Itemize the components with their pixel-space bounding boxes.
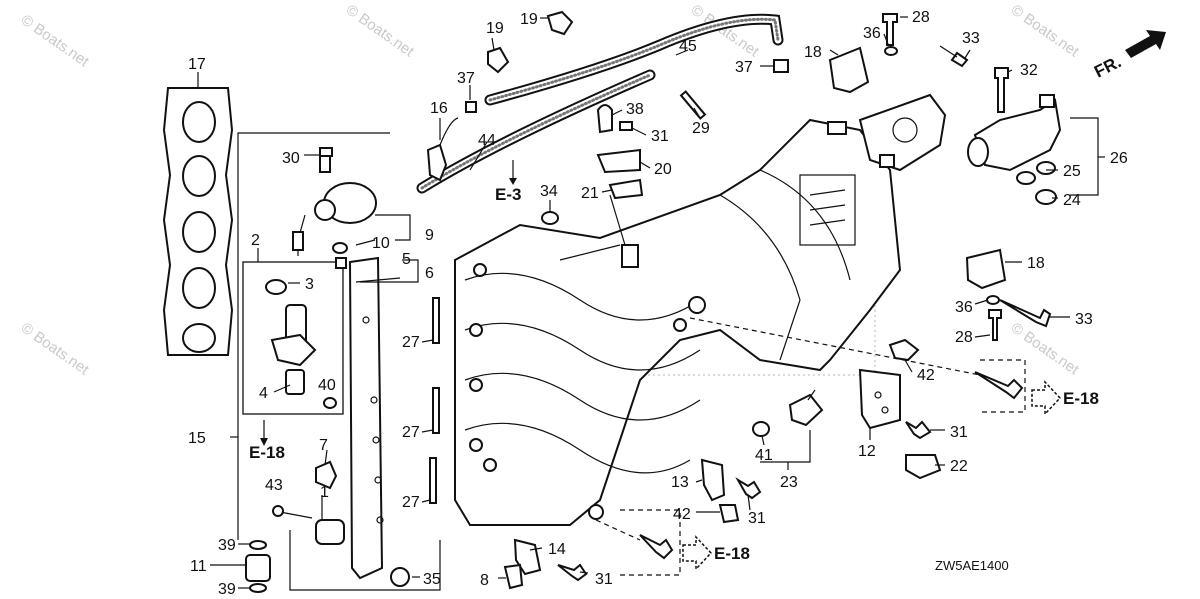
front-direction-indicator: FR.	[1091, 30, 1166, 82]
callout-5: 5	[402, 251, 411, 268]
callout-37-left: 37	[457, 70, 475, 87]
reference-lines	[595, 317, 1026, 576]
callout-42-right: 42	[917, 367, 935, 384]
callout-19-left: 19	[486, 20, 504, 37]
rail-spacers	[272, 460, 345, 545]
watermark-top-left: © Boats.net	[18, 11, 93, 70]
callout-20: 20	[654, 161, 672, 178]
callout-44: 44	[478, 132, 496, 149]
front-label: FR.	[1091, 52, 1124, 81]
callout-28-right: 28	[955, 329, 973, 346]
injector-group-bracket	[230, 132, 441, 591]
callout-37-right: 37	[735, 59, 753, 76]
callout-11: 11	[190, 558, 207, 575]
injector-kit-box	[242, 261, 344, 415]
callout-3: 3	[305, 276, 314, 293]
throttle-flange	[827, 93, 947, 172]
callout-34: 34	[540, 183, 558, 200]
callout-31-top: 31	[651, 128, 669, 145]
watermark-top-far-right: © Boats.net	[1008, 1, 1083, 60]
callout-31-lower: 31	[748, 510, 766, 527]
callout-41: 41	[755, 447, 773, 464]
intake-manifold-gasket	[162, 87, 234, 356]
callouts: 1 2 3 4 5 6 7 8 9 10 11 12 13 14 15 16 1…	[188, 9, 1128, 598]
callout-27-lower: 27	[402, 494, 420, 511]
callout-32: 32	[1020, 62, 1038, 79]
callout-6: 6	[425, 265, 434, 282]
ref-e18-left: E-18	[249, 443, 285, 462]
callout-14: 14	[548, 541, 566, 558]
callout-26: 26	[1110, 150, 1128, 167]
callout-19-right: 19	[520, 11, 538, 28]
callout-45: 45	[679, 38, 697, 55]
diagram-code: ZW5AE1400	[935, 558, 1009, 573]
callout-10: 10	[372, 235, 390, 252]
manifold-studs	[429, 90, 707, 504]
brackets	[828, 46, 1007, 290]
fuel-pressure-regulator	[292, 149, 377, 269]
callout-42-lower: 42	[673, 506, 691, 523]
callout-30: 30	[282, 150, 300, 167]
ref-e18-bottom: E-18	[714, 544, 750, 563]
callout-27-upper: 27	[402, 334, 420, 351]
grommets	[245, 540, 271, 593]
callout-43: 43	[265, 477, 283, 494]
callout-1: 1	[320, 484, 329, 501]
intake-manifold	[454, 118, 902, 526]
callout-23: 23	[780, 474, 798, 491]
callout-15: 15	[188, 430, 206, 447]
callout-36-top: 36	[863, 25, 881, 42]
watermark-mid-right: © Boats.net	[1008, 319, 1083, 378]
callout-25: 25	[1063, 163, 1081, 180]
callout-29: 29	[692, 120, 710, 137]
reference-arrows	[260, 160, 1062, 571]
fuel-rail	[348, 256, 410, 587]
callout-18-right: 18	[1027, 255, 1045, 272]
callout-28-top: 28	[912, 9, 930, 26]
callout-27-middle: 27	[402, 424, 420, 441]
sensor-brackets	[503, 338, 942, 590]
callout-35: 35	[423, 571, 441, 588]
callout-17: 17	[188, 56, 206, 73]
callout-36-right: 36	[955, 299, 973, 316]
watermark-top-mid: © Boats.net	[343, 1, 418, 60]
ref-e3: E-3	[495, 185, 521, 204]
callout-31-right: 31	[950, 424, 968, 441]
watermark-mid-left: © Boats.net	[18, 319, 93, 378]
callout-9: 9	[425, 227, 434, 244]
callout-22: 22	[950, 458, 968, 475]
callout-16: 16	[430, 100, 448, 117]
callout-21: 21	[581, 185, 599, 202]
callout-40: 40	[318, 377, 336, 394]
ref-e18-right: E-18	[1063, 389, 1099, 408]
callout-39-lower: 39	[218, 581, 236, 598]
callout-24: 24	[1063, 192, 1081, 209]
callout-33-top: 33	[962, 30, 980, 47]
callout-4: 4	[259, 385, 268, 402]
callout-13: 13	[671, 474, 689, 491]
section-references: E-3 E-18 E-18 E-18	[249, 185, 1099, 563]
callout-38: 38	[626, 101, 644, 118]
callout-7: 7	[319, 437, 328, 454]
callout-31-bottom: 31	[595, 571, 613, 588]
callout-12: 12	[858, 443, 876, 460]
bolts	[319, 13, 1052, 582]
leader-lines	[197, 16, 1105, 589]
callout-33-right: 33	[1075, 311, 1093, 328]
callout-2: 2	[251, 232, 260, 249]
callout-18-top: 18	[804, 44, 822, 61]
hose-clips	[426, 10, 789, 200]
fuel-injector	[265, 279, 337, 409]
idle-air-control-valve	[967, 94, 1062, 205]
callout-39-upper: 39	[218, 537, 236, 554]
callout-8: 8	[480, 572, 489, 589]
